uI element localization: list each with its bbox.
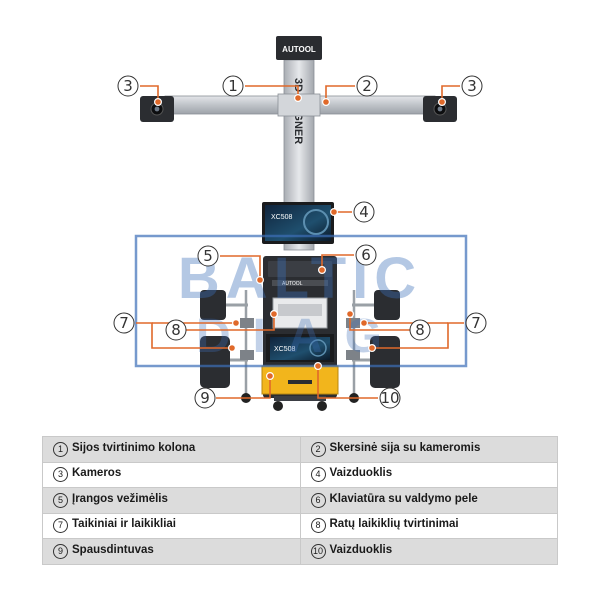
callout-8-right xyxy=(409,319,431,341)
legend-cell: 1 Sijos tvirtinimo kolona xyxy=(42,436,301,463)
legend-number: 1 xyxy=(53,441,68,457)
legend-number: 8 xyxy=(310,518,326,534)
legend-label: Ratų laikiklių tvirtinimai xyxy=(329,518,459,531)
svg-text:5: 5 xyxy=(203,247,213,265)
callout-1 xyxy=(222,75,244,97)
legend-number: 7 xyxy=(53,518,68,534)
monitor-top-model: XC508 xyxy=(271,214,293,221)
legend-cell: 7 Taikiniai ir laikikliai xyxy=(42,512,301,539)
legend-cell: 9 Spausdintuvas xyxy=(42,538,301,565)
cabinet-brand: AUTOOL xyxy=(282,281,303,287)
legend-cell: 3 Kameros xyxy=(42,461,301,488)
marker-dots xyxy=(154,93,447,381)
legend-number: 6 xyxy=(310,492,326,508)
callout-4 xyxy=(353,201,375,223)
legend-number: 2 xyxy=(310,441,326,457)
callouts xyxy=(113,75,487,409)
legend-label: Įrangos vežimėlis xyxy=(72,492,168,505)
legend-number: 9 xyxy=(53,543,68,559)
callout-labels: 3 1 2 3 4 5 6 7 8 8 7 9 10 xyxy=(119,77,481,407)
right-targets xyxy=(346,290,400,403)
svg-text:4: 4 xyxy=(359,203,369,221)
svg-text:3: 3 xyxy=(467,77,477,95)
legend-label: Vaizduoklis xyxy=(329,467,393,480)
legend-label: Kameros xyxy=(72,467,122,480)
svg-text:7: 7 xyxy=(471,314,481,332)
callout-3-left xyxy=(117,75,139,97)
svg-text:9: 9 xyxy=(200,389,210,407)
legend-label: Taikiniai ir laikikliai xyxy=(72,518,176,531)
callout-9 xyxy=(194,387,216,409)
legend-label: Spausdintuvas xyxy=(72,543,154,556)
svg-text:6: 6 xyxy=(361,246,371,264)
callout-3-right xyxy=(461,75,483,97)
legend-number: 4 xyxy=(310,467,326,483)
left-targets xyxy=(200,290,254,403)
monitor-top: XC508 xyxy=(262,202,334,244)
legend-label: Klaviatūra su valdymo pele xyxy=(329,492,478,505)
svg-text:2: 2 xyxy=(362,77,372,95)
leader-lines xyxy=(136,85,464,399)
svg-text:10: 10 xyxy=(380,389,399,407)
watermark: BALTIC DIAG xyxy=(134,234,468,368)
watermark-line-2: DIAG xyxy=(196,310,404,363)
legend-number: 3 xyxy=(53,467,68,483)
callout-6 xyxy=(355,244,377,266)
aligner-diagram: AUTOOL 3D ALIGNER XC508 AUTOOL XC508 xyxy=(113,36,487,411)
brand-label: AUTOOL xyxy=(282,45,316,54)
cabinet: AUTOOL XC508 xyxy=(261,256,339,411)
legend-number: 10 xyxy=(310,543,326,559)
callout-2 xyxy=(356,75,378,97)
svg-text:3: 3 xyxy=(123,77,133,95)
cabinet-screen-model: XC508 xyxy=(274,346,296,353)
callout-7-left xyxy=(113,312,135,334)
legend-number: 5 xyxy=(53,492,68,508)
svg-text:8: 8 xyxy=(171,321,181,339)
callout-8-left xyxy=(165,319,187,341)
legend-label: Vaizduoklis xyxy=(329,543,393,556)
callout-10 xyxy=(379,387,401,409)
legend-label: Sijos tvirtinimo kolona xyxy=(72,441,196,454)
svg-text:7: 7 xyxy=(119,314,129,332)
legend-label: Skersinė sija su kameromis xyxy=(329,441,481,454)
callout-5 xyxy=(197,245,219,267)
callout-7-right xyxy=(465,312,487,334)
legend-cell: 5 Įrangos vežimėlis xyxy=(42,487,301,514)
svg-text:8: 8 xyxy=(415,321,425,339)
svg-text:1: 1 xyxy=(228,77,238,95)
